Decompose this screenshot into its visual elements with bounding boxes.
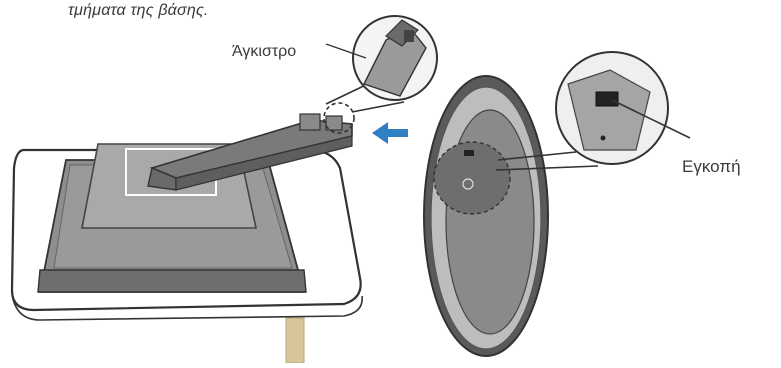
stand-base: [424, 76, 548, 356]
hook-label: Άγκιστρο: [232, 43, 296, 61]
left-arrow-icon: [372, 122, 408, 144]
caption-text: τμήματα της βάσης.: [68, 2, 209, 20]
slot-label: Εγκοπή: [682, 157, 741, 177]
hook-magnifier: [326, 16, 437, 112]
